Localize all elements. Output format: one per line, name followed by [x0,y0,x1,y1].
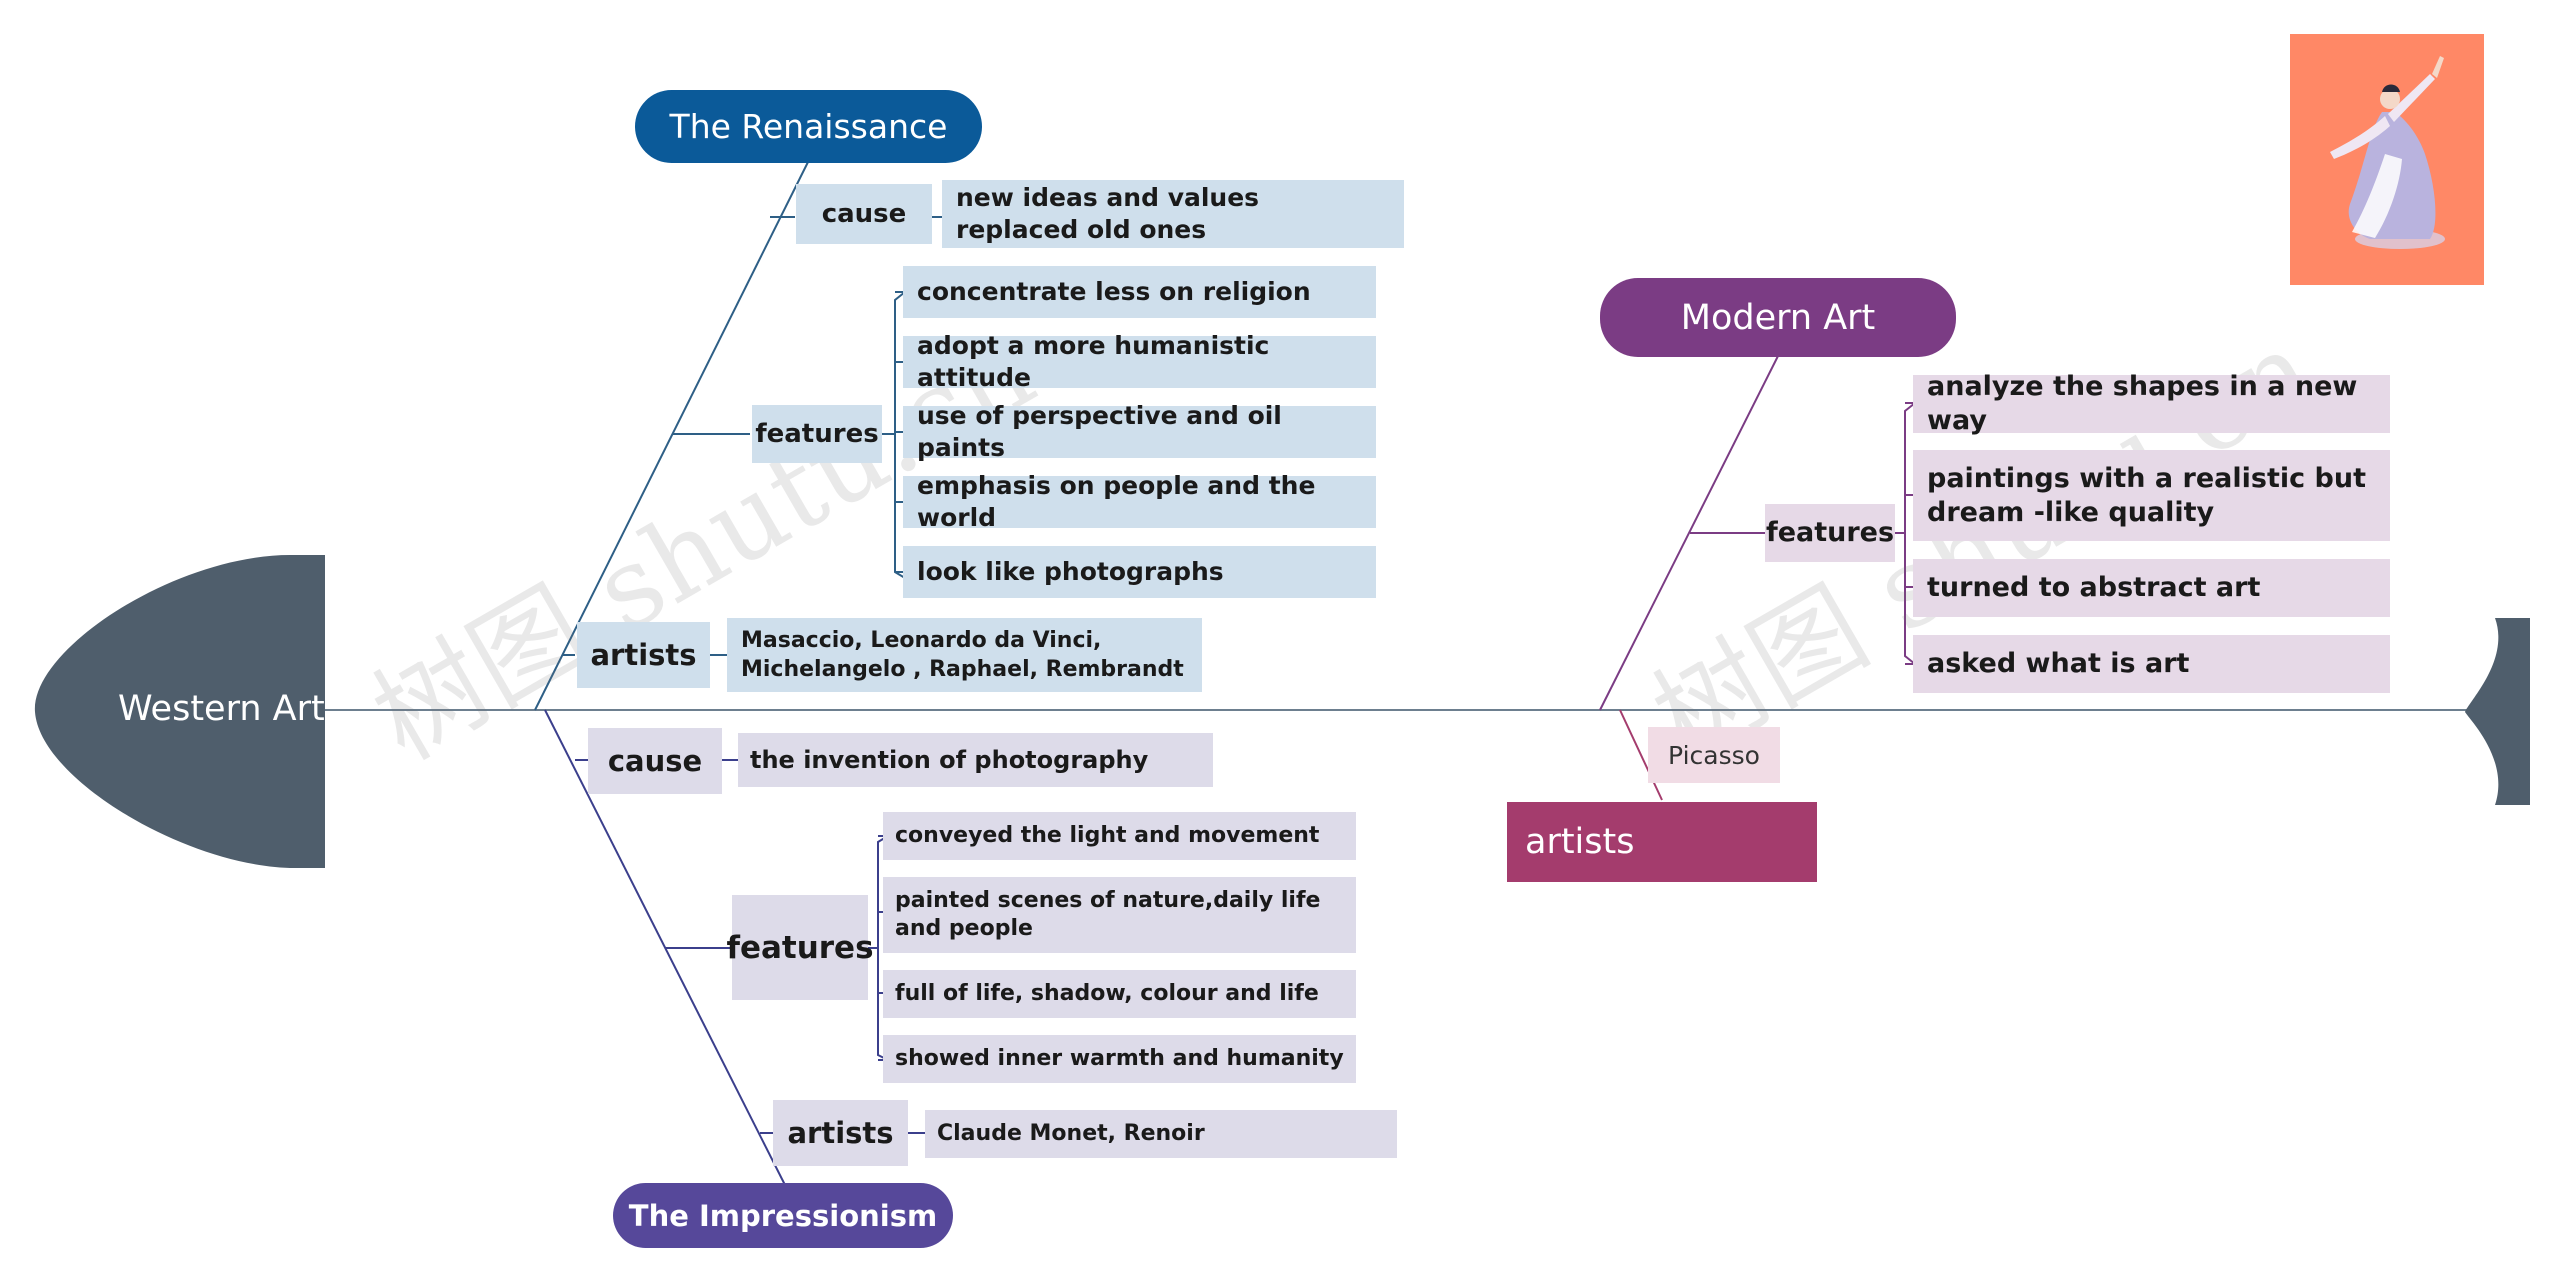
impressionism-features-label[interactable]: features [726,895,874,1000]
modern-feature-item[interactable]: analyze the shapes in a new way [1913,371,2390,436]
renaissance-feature-item[interactable]: look like photographs [903,546,1376,598]
renaissance-feature-item[interactable]: concentrate less on religion [903,266,1376,318]
impressionism-feature-item[interactable]: full of life, shadow, colour and life [883,970,1356,1018]
renaissance-cause-value[interactable]: new ideas and values replaced old ones [942,180,1404,248]
renaissance-cause-label[interactable]: cause [796,184,932,244]
renaissance-artists-value[interactable]: Masaccio, Leonardo da Vinci, Michelangel… [727,618,1202,692]
modern-artists-bone [1619,709,1663,801]
modern-bone [1599,355,1779,711]
modern-feature-item[interactable]: asked what is art [1913,635,2390,693]
impressionism-artists-label[interactable]: artists [773,1100,908,1166]
dancer-figure-icon [2330,56,2445,249]
modern-feature-item[interactable]: paintings with a realistic but dream -li… [1913,450,2390,541]
impressionism-feature-item[interactable]: showed inner warmth and humanity [883,1035,1356,1083]
modern-title[interactable]: Modern Art [1600,278,1956,357]
modern-artists-value[interactable]: Picasso [1648,727,1780,783]
impressionism-cause-value[interactable]: the invention of photography [738,733,1213,787]
dancer-thumbnail-image [2290,34,2484,285]
renaissance-features-label[interactable]: features [752,405,882,463]
renaissance-bone [534,161,809,711]
modern-artists-label[interactable]: artists [1507,802,1817,882]
impressionism-title[interactable]: The Impressionism [613,1183,953,1248]
impressionism-cause-label[interactable]: cause [588,728,722,794]
impressionism-feature-item[interactable]: conveyed the light and movement [883,812,1356,860]
fish-head-shape [34,555,326,868]
renaissance-artists-label[interactable]: artists [577,622,710,688]
fish-tail-shape [2465,618,2530,805]
impressionism-feature-item[interactable]: painted scenes of nature,daily life and … [883,877,1356,953]
renaissance-title[interactable]: The Renaissance [635,90,982,163]
impressionism-artists-value[interactable]: Claude Monet, Renoir [925,1110,1397,1158]
renaissance-feature-item[interactable]: adopt a more humanistic attitude [903,331,1376,392]
modern-features-label[interactable]: features [1765,504,1895,562]
renaissance-feature-item[interactable]: use of perspective and oil paints [903,401,1376,462]
renaissance-feature-item[interactable]: emphasis on people and the world [903,471,1376,532]
fish-head-label: Western Art [118,689,325,729]
modern-feature-item[interactable]: turned to abstract art [1913,559,2390,617]
